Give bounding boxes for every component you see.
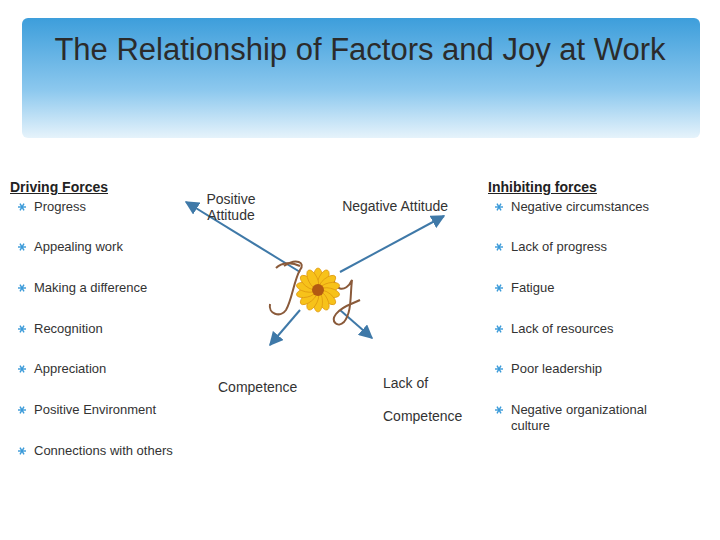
factor-label: Negative Attitude: [340, 191, 448, 221]
bullet-symbol: [495, 204, 503, 211]
bullet-item: Lack of progress: [511, 239, 701, 255]
bullet-spoke: [20, 244, 24, 251]
joy-illustration: [270, 262, 360, 325]
bullet-spoke: [497, 204, 501, 211]
flower-center: [312, 284, 324, 296]
bullet-item: Appealing work: [34, 239, 184, 255]
bullet-spoke: [497, 326, 501, 333]
cursive-stroke: [276, 263, 300, 268]
bullet-spoke: [20, 448, 24, 455]
bullet-spoke: [497, 407, 501, 414]
bullet-spoke: [497, 366, 501, 373]
bullet-symbol: [18, 244, 26, 251]
bullet-item: Connections with others: [34, 443, 224, 459]
bullet-spoke: [497, 204, 501, 211]
arrow-line: [270, 310, 300, 345]
bullet-symbol: [495, 407, 503, 414]
flower: [296, 268, 341, 312]
bullet-item: Recognition: [34, 321, 184, 337]
bullet-symbol: [495, 285, 503, 292]
bullet-item: Appreciation: [34, 361, 184, 377]
bullet-spoke: [20, 448, 24, 455]
bullet-symbol: [18, 448, 26, 455]
bullet-spoke: [20, 285, 24, 292]
factor-label: Competence: [218, 379, 328, 395]
bullet-symbol: [495, 244, 503, 251]
bullet-spoke: [20, 326, 24, 333]
bullet-item: Negative organizational culture: [511, 402, 681, 434]
factor-label: Lack of Competence: [383, 367, 483, 433]
title-text: The Relationship of Factors and Joy at W…: [54, 32, 665, 67]
bullet-item: Positive Environment: [34, 402, 204, 418]
factor-label: Positive Attitude: [186, 191, 276, 223]
bullet-item: Making a difference: [34, 280, 194, 296]
bullet-symbol: [18, 204, 26, 211]
force-arrows: [186, 202, 444, 345]
bullet-spoke: [497, 244, 501, 251]
bullet-item: Fatigue: [511, 280, 701, 296]
bullet-item: Negative circumstances: [511, 199, 701, 215]
arrow-line: [340, 310, 372, 338]
bullet-spoke: [497, 285, 501, 292]
bullet-symbol: [18, 285, 26, 292]
bullet-spoke: [497, 407, 501, 414]
bullet-item: Lack of resources: [511, 321, 701, 337]
slide-title: The Relationship of Factors and Joy at W…: [30, 30, 690, 70]
bullet-spoke: [20, 366, 24, 373]
bullet-spoke: [20, 204, 24, 211]
bullet-spoke: [20, 326, 24, 333]
bullet-spoke: [497, 326, 501, 333]
header-band: [22, 18, 700, 138]
bullet-spoke: [20, 407, 24, 414]
column-heading: Inhibiting forces: [488, 179, 668, 195]
bullet-spoke: [20, 285, 24, 292]
bullet-spoke: [497, 366, 501, 373]
bullet-symbol: [495, 366, 503, 373]
bullet-symbol: [495, 326, 503, 333]
bullet-symbol: [18, 326, 26, 333]
bullet-spoke: [497, 285, 501, 292]
bullet-spoke: [20, 366, 24, 373]
bullet-spoke: [20, 204, 24, 211]
arrow-line: [340, 216, 444, 272]
bullet-spoke: [497, 244, 501, 251]
bullet-symbol: [18, 366, 26, 373]
bullet-spoke: [20, 244, 24, 251]
column-heading: Driving Forces: [10, 179, 170, 195]
bullet-item: Poor leadership: [511, 361, 701, 377]
bullet-item: Progress: [34, 199, 184, 215]
bullet-symbol: [18, 407, 26, 414]
bullet-spoke: [20, 407, 24, 414]
cursive-stroke: [270, 262, 302, 315]
